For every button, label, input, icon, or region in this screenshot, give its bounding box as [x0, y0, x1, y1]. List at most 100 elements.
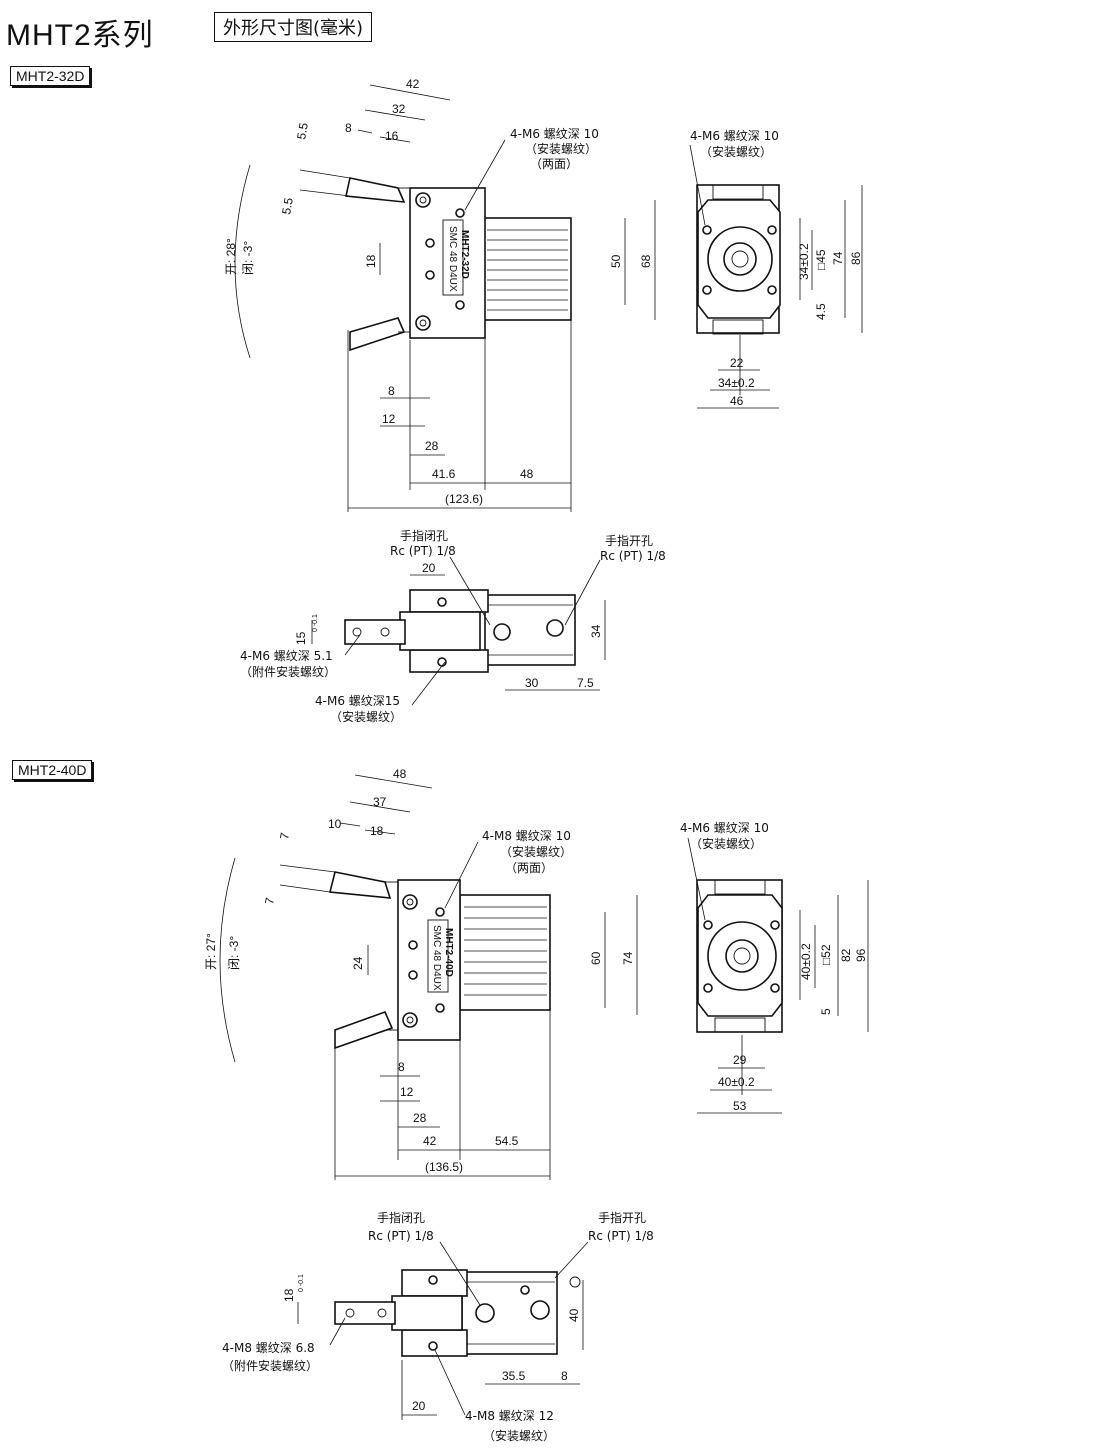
end-52-40: □52 — [819, 944, 833, 965]
dim-18-32: 18 — [364, 254, 378, 268]
side-30-32: 30 — [525, 676, 539, 690]
dim-7a-40: 7 — [277, 831, 292, 840]
side-close-40: 手指闭孔 — [377, 1210, 425, 1225]
end-note-32b: （安装螺纹） — [700, 144, 772, 159]
end-29-40: 29 — [733, 1053, 747, 1067]
note-mount-32c: （两面） — [530, 157, 578, 171]
cylinder-fins-40 — [464, 906, 547, 996]
end-5-40: 5 — [819, 1008, 833, 1015]
dim-7b-40: 7 — [262, 896, 277, 905]
angle-close-40: 闭: -3° — [227, 936, 241, 970]
cylinder-fins-32 — [487, 229, 568, 311]
dim-8-40: 8 — [398, 1060, 405, 1074]
side-open-rc-40: Rc (PT) 1/8 — [588, 1229, 654, 1243]
side-close-rc-40: Rc (PT) 1/8 — [368, 1229, 434, 1243]
side-note3-32: 4-M6 螺纹深15 — [315, 694, 400, 708]
end-40b-40: 40±0.2 — [718, 1075, 755, 1089]
end-46-32: 46 — [730, 394, 744, 408]
end-view-40: 4-M6 螺纹深 10 （安装螺纹） 40±0.2 □52 82 96 5 29… — [680, 821, 869, 1114]
dim-68-32: 68 — [639, 254, 653, 268]
dim-5p5a-32: 5.5 — [294, 121, 311, 140]
end-86-32: 86 — [849, 251, 863, 265]
dim-74-40: 74 — [621, 951, 635, 965]
side-note1-40: 4-M8 螺纹深 6.8 — [222, 1341, 315, 1355]
dim-50-32: 50 — [609, 254, 623, 268]
side-20-32: 20 — [422, 561, 436, 575]
side-open-rc-32: Rc (PT) 1/8 — [600, 549, 666, 563]
side-note2-40: （附件安装螺纹） — [222, 1358, 318, 1373]
side-75-32: 7.5 — [577, 676, 594, 690]
side-15tol-32: 0 -0.1 — [312, 614, 319, 632]
end-34-32: 34±0.2 — [797, 243, 811, 280]
dim-12-32: 12 — [382, 412, 396, 426]
model-label-40: MHT2-40D — [12, 760, 93, 780]
dim-416-32: 41.6 — [432, 467, 456, 481]
side-note3-40: 4-M8 螺纹深 12 — [465, 1409, 554, 1423]
dim-32-32: 32 — [392, 102, 406, 116]
dim-1365-40: (136.5) — [425, 1160, 463, 1174]
note-mount-32: 4-M6 螺纹深 10 — [510, 127, 599, 141]
end-22-32: 22 — [730, 356, 744, 370]
end-82-40: 82 — [839, 948, 853, 962]
dim-60-40: 60 — [589, 951, 603, 965]
dim-545-40: 54.5 — [495, 1134, 519, 1148]
side-open-40: 手指开孔 — [598, 1210, 646, 1225]
dim-18-40: 18 — [370, 824, 384, 838]
side-34-32: 34 — [589, 624, 603, 638]
body-brand-40: SMC 48 D4UX — [431, 925, 442, 991]
angle-open-40: 开: 27° — [204, 933, 218, 970]
end-96-40: 96 — [854, 948, 868, 962]
dim-48-40: 48 — [393, 767, 407, 781]
end-note-40b: （安装螺纹） — [690, 836, 762, 851]
body-model-40: MHT2-40D — [443, 928, 454, 977]
dim-1236-32: (123.6) — [445, 492, 483, 506]
front-view-40: SMC 48 D4UX MHT2-40D 48 37 10 18 7 7 开: … — [204, 767, 638, 1180]
side-15-32: 15 — [294, 631, 308, 645]
end-note-40: 4-M6 螺纹深 10 — [680, 821, 769, 835]
note-mount-40c: （两面） — [505, 861, 553, 875]
side-20-40: 20 — [412, 1399, 426, 1413]
dim-28-40: 28 — [413, 1111, 427, 1125]
side-close-32: 手指闭孔 — [400, 528, 448, 543]
end-45-32: □45 — [814, 249, 828, 270]
side-note4-32: （安装螺纹） — [330, 709, 402, 724]
end-note-32: 4-M6 螺纹深 10 — [690, 129, 779, 143]
end-view-32: 4-M6 螺纹深 10 （安装螺纹） 34±0.2 □45 74 86 4.5 … — [689, 129, 863, 409]
end-53-40: 53 — [733, 1099, 747, 1113]
front-view-32: SMC 48 D4UX MHT2-32D 42 32 8 16 5.5 5.5 … — [224, 77, 656, 512]
side-18tol-40: 0 -0.1 — [298, 1274, 305, 1292]
dim-5p5b-32: 5.5 — [279, 196, 296, 215]
side-view-32: 手指闭孔 Rc (PT) 1/8 手指开孔 Rc (PT) 1/8 20 15 … — [240, 528, 666, 724]
dim-24-40: 24 — [351, 956, 365, 970]
end-4p5-32: 4.5 — [814, 303, 828, 320]
side-view-40: 手指闭孔 Rc (PT) 1/8 手指开孔 Rc (PT) 1/8 18 0 -… — [222, 1210, 654, 1443]
dim-37-40: 37 — [373, 795, 387, 809]
page-title: MHT2系列 — [6, 19, 154, 52]
end-40-40: 40±0.2 — [799, 943, 813, 980]
side-355-40: 35.5 — [502, 1369, 526, 1383]
body-brand-32: SMC 48 D4UX — [447, 226, 458, 292]
dim-12-40: 12 — [400, 1085, 414, 1099]
dim-8b-32: 8 — [388, 384, 395, 398]
side-18-40: 18 — [282, 1288, 296, 1302]
dim-42-32: 42 — [406, 77, 420, 91]
dim-16-32: 16 — [385, 129, 399, 143]
dim-28-32: 28 — [425, 439, 439, 453]
model-label-32: MHT2-32D — [10, 66, 91, 86]
angle-open-32: 开: 28° — [224, 238, 238, 275]
dim-48-32: 48 — [520, 467, 534, 481]
end-74-32: 74 — [831, 251, 845, 265]
note-mount-40b: （安装螺纹） — [500, 844, 572, 859]
side-note2-32: （附件安装螺纹） — [240, 664, 336, 679]
page-subtitle: 外形尺寸图(毫米) — [214, 12, 373, 42]
dim-42-40: 42 — [423, 1134, 437, 1148]
body-model-32: MHT2-32D — [459, 230, 470, 279]
dim-10-40: 10 — [328, 817, 342, 831]
angle-close-32: 闭: -3° — [241, 241, 255, 275]
side-40-40: 40 — [567, 1308, 581, 1322]
side-open-32: 手指开孔 — [605, 533, 653, 548]
dim-8-32: 8 — [345, 121, 352, 135]
side-note4-40: （安装螺纹） — [483, 1428, 555, 1443]
side-8-40: 8 — [561, 1369, 568, 1383]
